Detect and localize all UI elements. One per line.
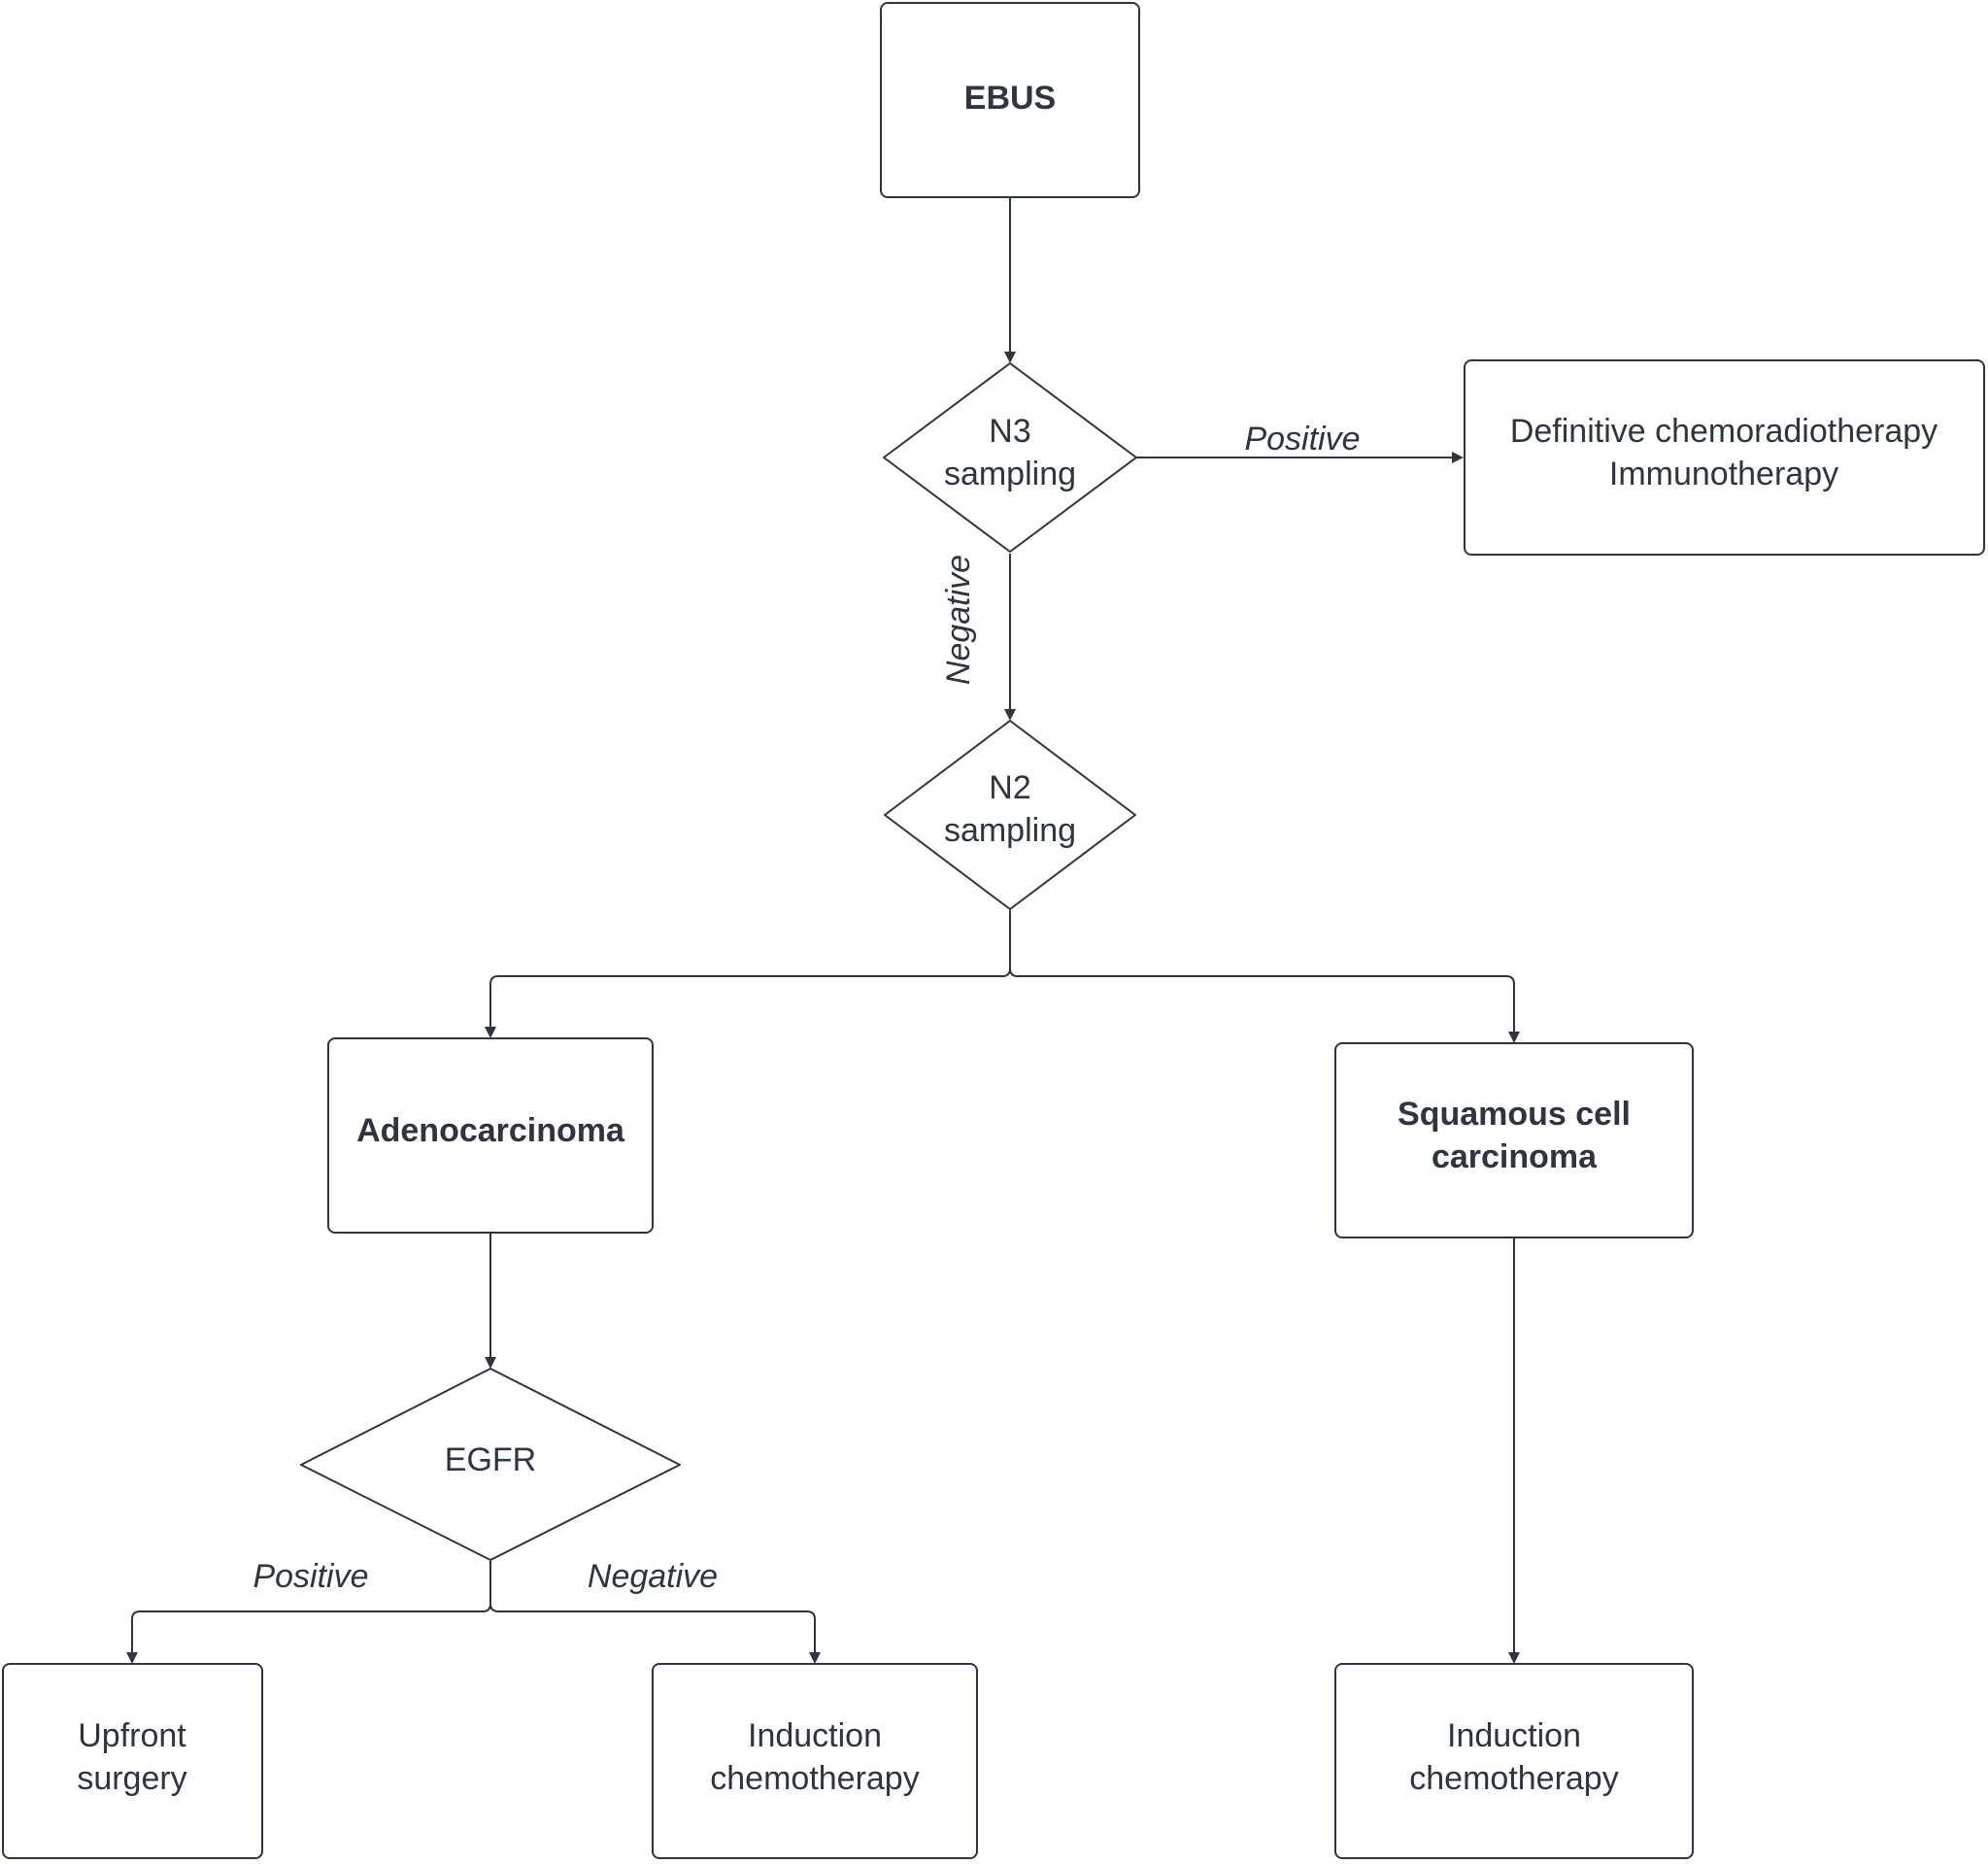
induction-left-label-line2: chemotherapy	[710, 1760, 919, 1797]
definitive-label-line2: Immunotherapy	[1609, 456, 1838, 492]
induction-right-label-line1: Induction	[1447, 1717, 1581, 1754]
definitive-label-line1: Definitive chemoradiotherapy	[1510, 413, 1937, 450]
squamous-label-line2: carcinoma	[1432, 1138, 1598, 1175]
induction-right-label-line2: chemotherapy	[1409, 1760, 1618, 1797]
n3-positive-label: Positive	[1244, 421, 1360, 458]
connector-egfr-to-induction-left	[489, 1603, 821, 1664]
egfr-label: EGFR	[445, 1441, 536, 1478]
n3-label-line2: sampling	[944, 456, 1076, 492]
egfr-decision: EGFR	[300, 1368, 681, 1561]
n3-sampling-decision: N3 sampling	[883, 362, 1137, 553]
adenocarcinoma-label: Adenocarcinoma	[356, 1112, 625, 1149]
upfront-label-line1: Upfront	[78, 1717, 186, 1754]
induction-chemotherapy-left-node: Induction chemotherapy	[652, 1663, 978, 1859]
squamous-cell-carcinoma-node: Squamous cell carcinoma	[1334, 1042, 1694, 1238]
definitive-chemoradiotherapy-node: Definitive chemoradiotherapy Immunothera…	[1464, 359, 1985, 556]
egfr-negative-label: Negative	[588, 1558, 718, 1595]
n2-label-line2: sampling	[944, 812, 1076, 849]
upfront-surgery-node: Upfront surgery	[2, 1663, 263, 1859]
n3-negative-label: Negative	[940, 555, 977, 685]
n3-label-line1: N3	[989, 413, 1030, 450]
connector-n2-to-adeno	[485, 910, 1011, 1038]
n2-sampling-decision: N2 sampling	[884, 720, 1136, 910]
induction-left-label-line1: Induction	[748, 1717, 882, 1754]
ebus-node: EBUS	[880, 2, 1140, 198]
squamous-label-line1: Squamous cell	[1398, 1096, 1631, 1133]
induction-chemotherapy-right-node: Induction chemotherapy	[1334, 1663, 1694, 1859]
ebus-label: EBUS	[964, 80, 1056, 117]
connector-n2-to-squamous	[1009, 967, 1520, 1043]
n2-label-line1: N2	[989, 769, 1030, 806]
upfront-label-line2: surgery	[77, 1760, 186, 1797]
adenocarcinoma-node: Adenocarcinoma	[327, 1037, 654, 1234]
egfr-positive-label: Positive	[253, 1558, 368, 1595]
